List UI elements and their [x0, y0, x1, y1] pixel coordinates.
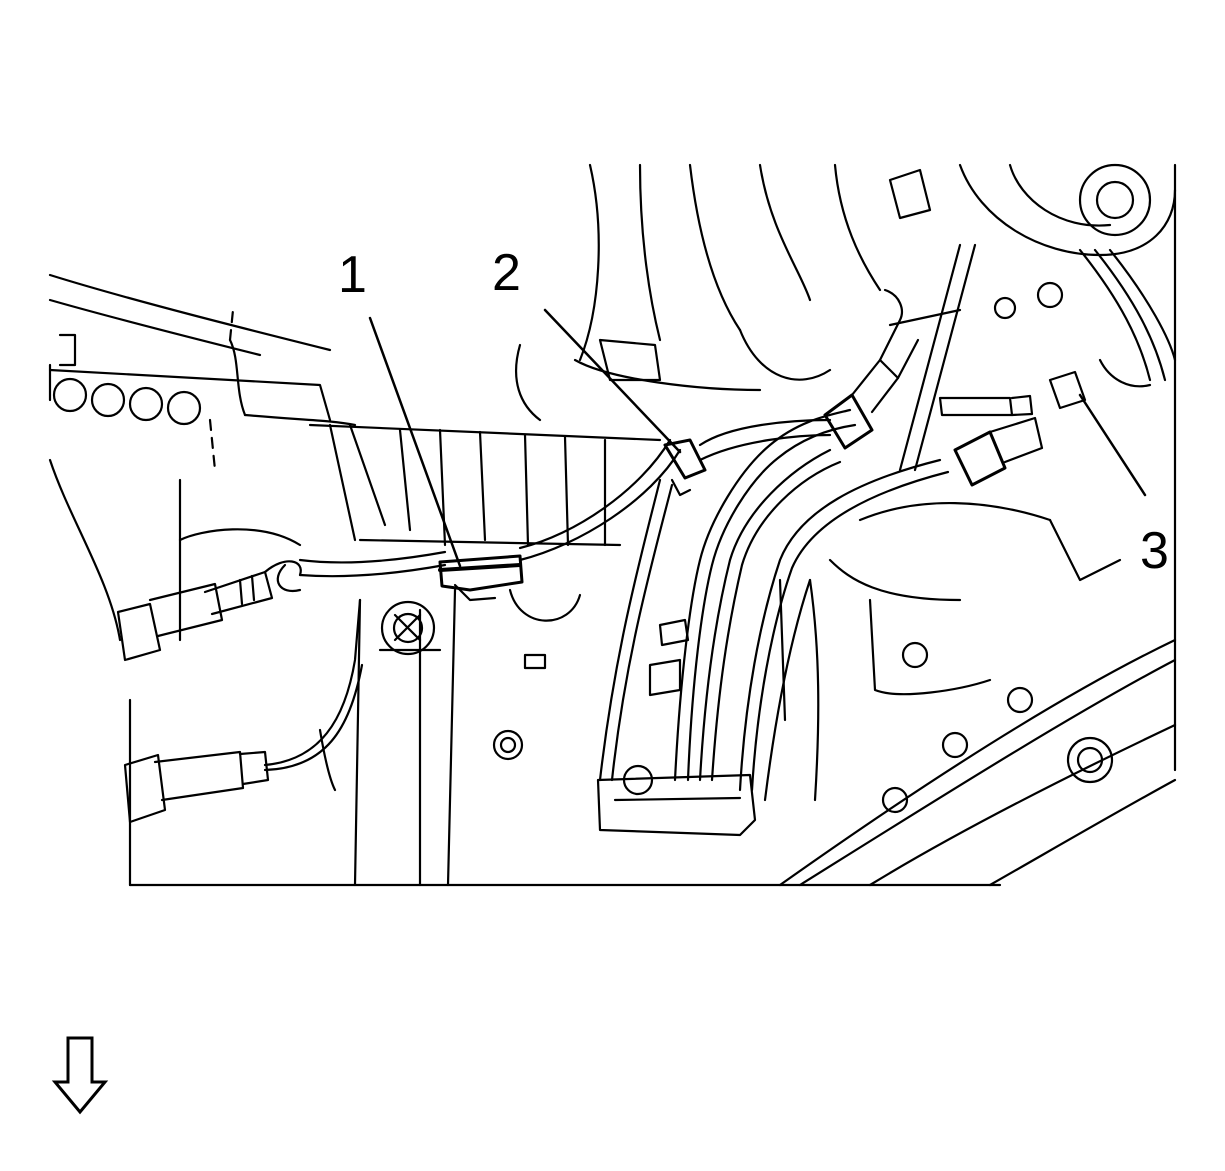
callout-label-3: 3: [1140, 522, 1169, 580]
down-arrow-icon: [51, 1036, 109, 1115]
right-line-bundle: [1078, 248, 1177, 388]
lower-sensor-connector: [123, 598, 364, 824]
reservoir-cap: [888, 163, 1177, 257]
harness-clip-1: [438, 554, 524, 602]
line-bracket-lower: [596, 618, 757, 837]
line-fitting-upper: [823, 288, 920, 450]
line-fitting-right: [938, 370, 1087, 487]
drawing-outline: [48, 163, 1177, 887]
wiring-harness: [276, 418, 832, 593]
upper-sensor-connector: [116, 560, 302, 662]
mount-bolt-left: [380, 600, 436, 656]
leader-line-1: [368, 316, 462, 568]
leader-line-2: [543, 308, 682, 454]
floor-pan: [308, 423, 662, 887]
callout-label-2: 2: [492, 244, 521, 302]
callout-label-1: 1: [338, 246, 367, 304]
fuel-lines: [598, 408, 950, 802]
right-floor-panel: [778, 243, 1122, 802]
fuel-tank: [515, 163, 882, 422]
leader-line-3: [1078, 393, 1147, 497]
frame-rail: [778, 638, 1177, 887]
mount-bolt-center: [492, 729, 524, 761]
transmission-housing: [48, 308, 357, 642]
harness-clip-2: [663, 438, 707, 497]
